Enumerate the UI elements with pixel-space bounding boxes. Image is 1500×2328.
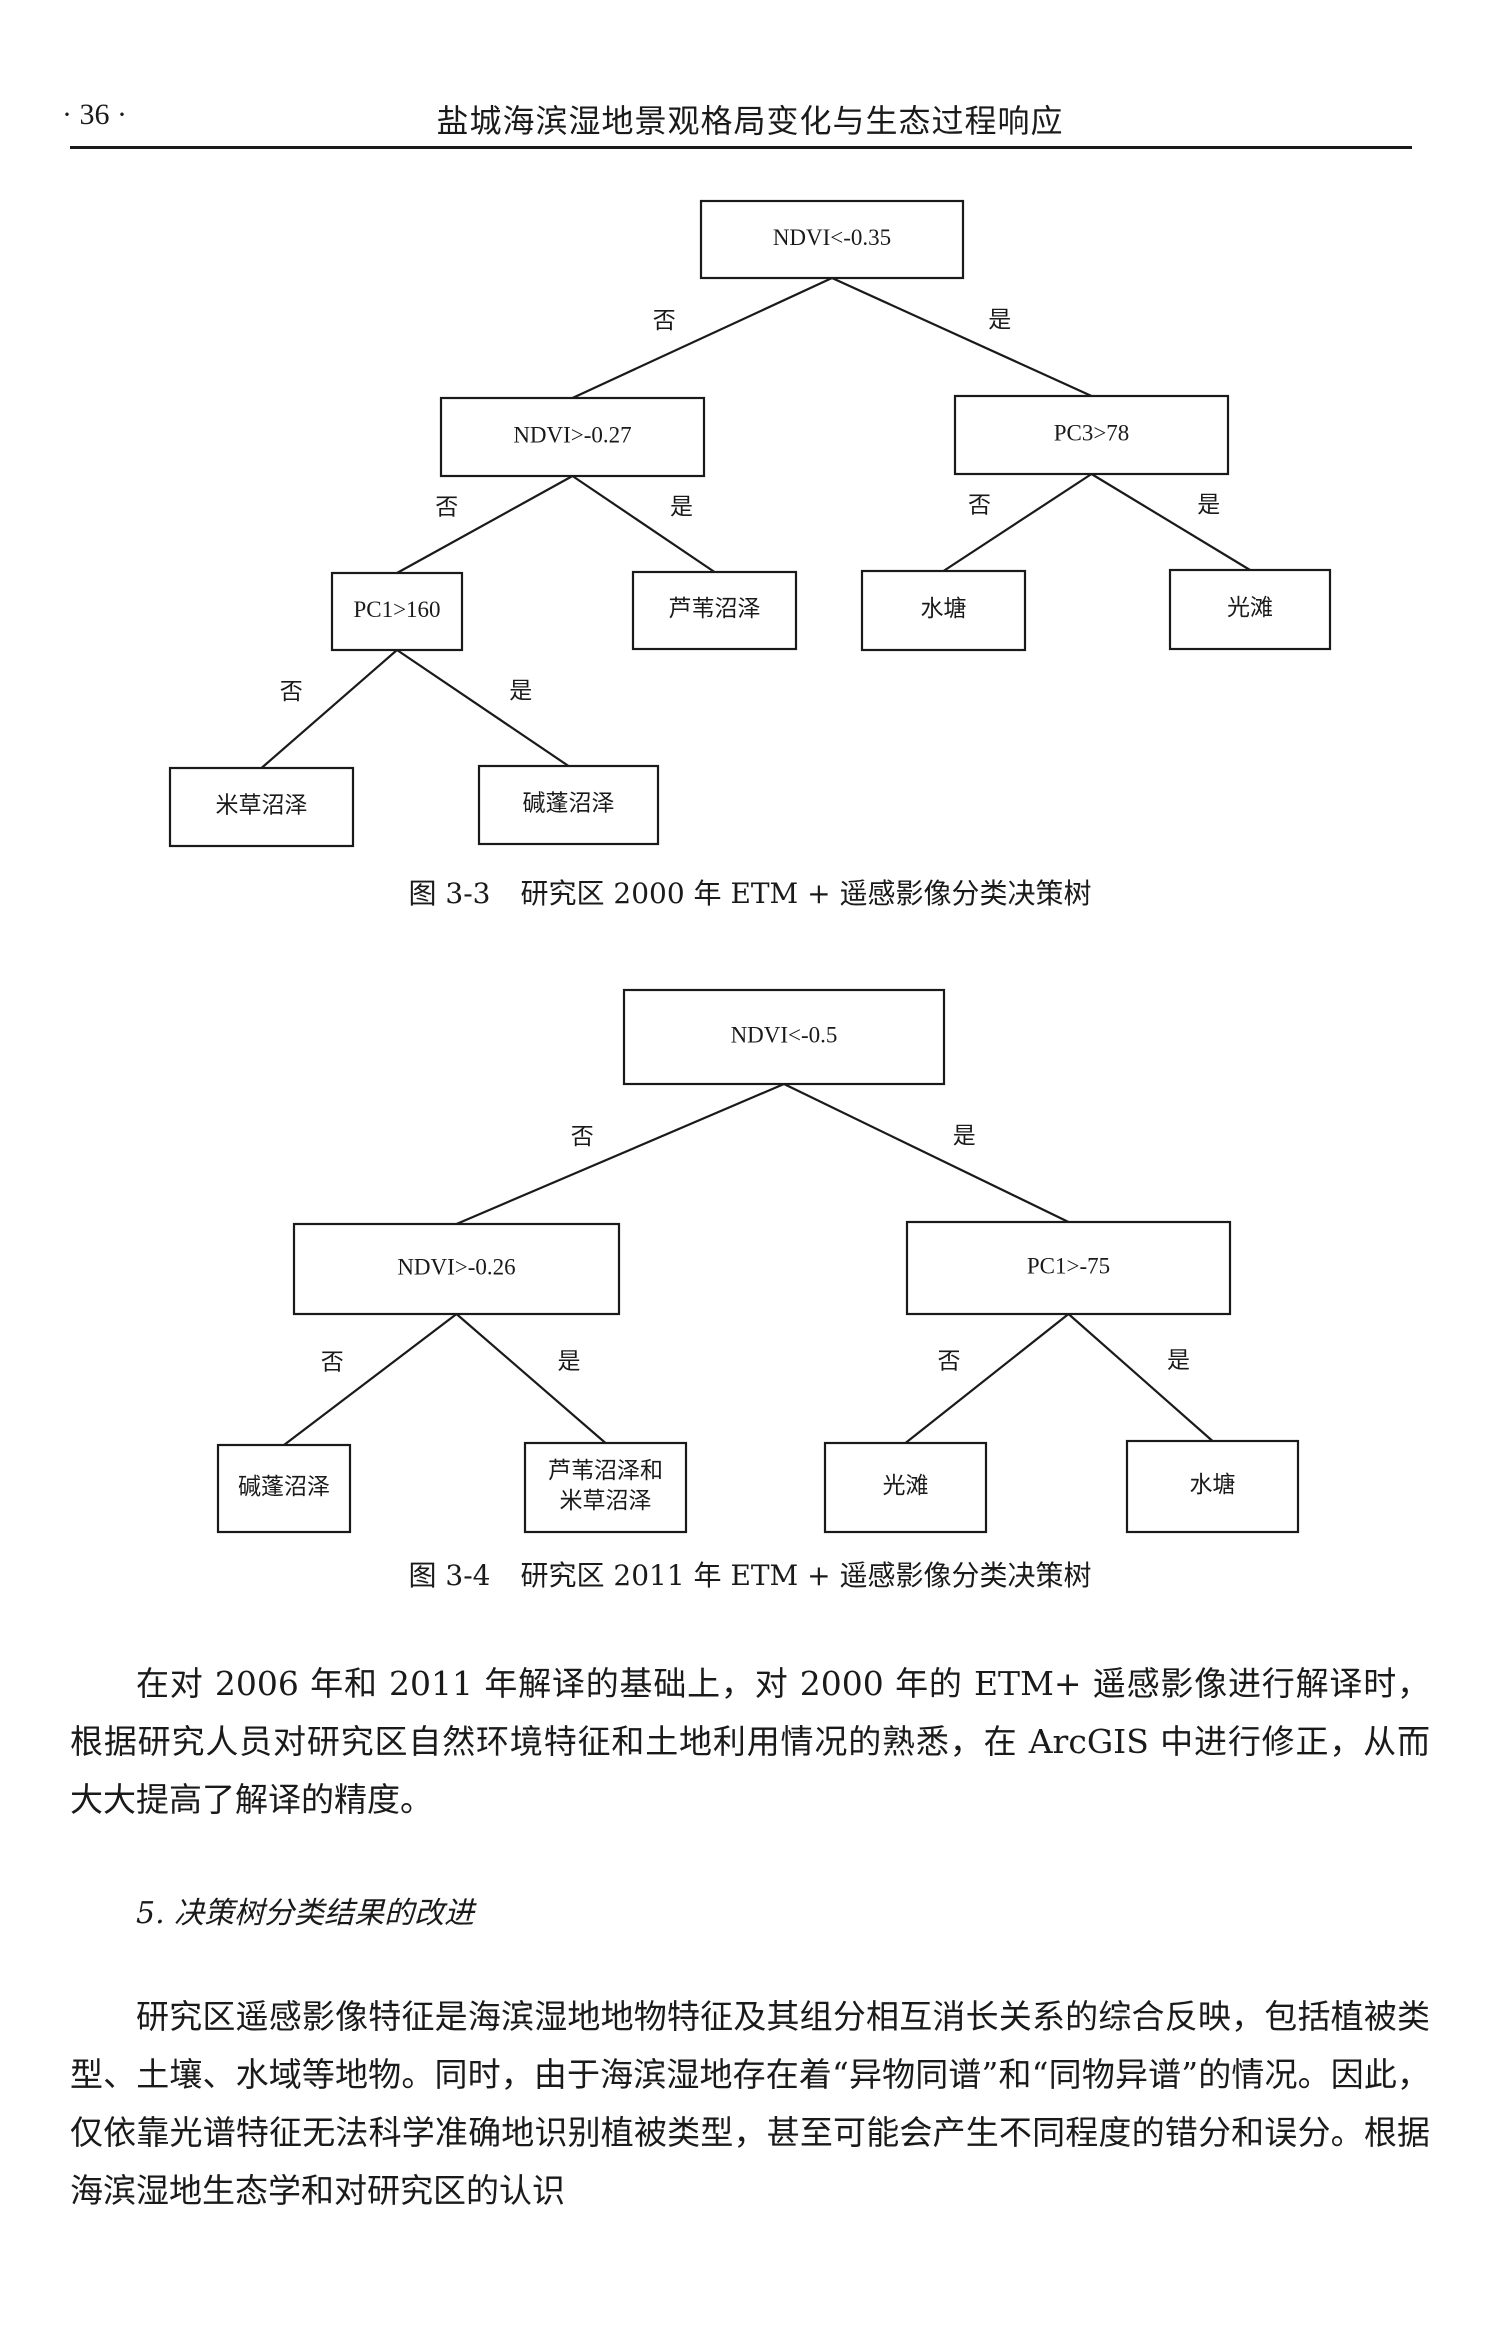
edge-label-no: 否 (653, 308, 676, 334)
node-box (330, 571, 464, 652)
edge-label-no: 否 (280, 679, 303, 705)
tree-node-n2: PC3>78 (953, 394, 1230, 476)
node-box (823, 1441, 988, 1534)
tree-edge-no (572, 277, 833, 399)
tree-node-n4: 芦苇沼泽 (631, 570, 798, 651)
tree-node-n5: 水塘 (860, 569, 1027, 652)
node-box (1125, 1439, 1300, 1534)
tree-node-n5: 光滩 (823, 1441, 988, 1534)
node-label: 米草沼泽 (216, 792, 308, 817)
tree-node-n7: 米草沼泽 (168, 766, 355, 848)
body-paragraph: 研究区遥感影像特征是海滨湿地地物特征及其组分相互消长关系的综合反映，包括植被类型… (70, 1997, 1430, 2210)
node-box (953, 394, 1230, 476)
running-title: 盐城海滨湿地景观格局变化与生态过程响应 (436, 102, 1064, 140)
tree-edge-no (396, 475, 574, 574)
figure-caption-3-4: 图 3-4 研究区 2011 年 ETM + 遥感影像分类决策树 (0, 1554, 1500, 1594)
tree-node-n1: NDVI>-0.26 (292, 1222, 621, 1316)
node-label: 水塘 (1190, 1472, 1236, 1497)
tree-edge-yes (571, 475, 716, 573)
node-label: 光滩 (1227, 595, 1273, 620)
node-box (1168, 568, 1332, 651)
node-label: 米草沼泽 (560, 1488, 652, 1513)
tree-edge-yes (783, 1083, 1069, 1223)
edge-label-no: 否 (321, 1350, 344, 1376)
figure-caption-text: 研究区 2000 年 ETM + 遥感影像分类决策树 (520, 877, 1092, 910)
node-label: NDVI<-0.35 (773, 225, 891, 250)
edge-label-no: 否 (435, 495, 458, 521)
tree-edge-yes (455, 1313, 607, 1444)
figure-number: 图 3-4 (408, 1559, 491, 1592)
tree-edge-no (260, 649, 398, 769)
figure-number: 图 3-3 (408, 877, 491, 910)
node-label: 光滩 (883, 1473, 929, 1498)
tree-edge-no (456, 1082, 785, 1226)
node-label: NDVI>-0.26 (397, 1254, 515, 1279)
node-label: 水塘 (921, 596, 967, 621)
tree-edge-yes (831, 276, 1092, 398)
tree-node-root: NDVI<-0.5 (622, 988, 946, 1086)
figure-caption-3-3: 图 3-3 研究区 2000 年 ETM + 遥感影像分类决策树 (0, 872, 1500, 912)
tree-node-n3: PC1>160 (330, 571, 464, 652)
edge-label-yes: 是 (988, 307, 1011, 333)
tree-edge-no (283, 1313, 458, 1446)
tree-edge-no (904, 1313, 1070, 1444)
node-label: NDVI<-0.5 (731, 1022, 838, 1047)
edge-label-yes: 是 (670, 494, 693, 520)
node-box (168, 766, 355, 848)
node-box (860, 569, 1027, 652)
node-label: PC1>160 (353, 597, 440, 622)
node-label: PC3>78 (1054, 420, 1130, 445)
body-paragraph: 在对 2006 年和 2011 年解译的基础上，对 2000 年的 ETM+ 遥… (70, 1664, 1430, 1819)
node-label: NDVI>-0.27 (513, 422, 631, 447)
tree-edge-yes (396, 649, 570, 767)
tree-node-n3: 碱蓬沼泽 (216, 1443, 352, 1534)
figure-caption-text: 研究区 2011 年 ETM + 遥感影像分类决策树 (520, 1559, 1092, 1592)
edge-label-yes: 是 (1197, 492, 1220, 518)
node-box (631, 570, 798, 651)
tree-node-n6: 水塘 (1125, 1439, 1300, 1534)
tree-node-n1: NDVI>-0.27 (439, 396, 706, 478)
edge-label-yes: 是 (558, 1349, 581, 1375)
edge-label-no: 否 (571, 1124, 594, 1150)
node-label: 芦苇沼泽 (669, 596, 761, 621)
edge-label-yes: 是 (953, 1123, 976, 1149)
tree-edge-no (942, 473, 1093, 572)
edge-label-yes: 是 (509, 678, 532, 704)
node-box (523, 1441, 688, 1534)
tree-node-n8: 碱蓬沼泽 (477, 764, 660, 846)
edge-label-no: 否 (938, 1349, 961, 1375)
node-box (622, 988, 946, 1086)
edge-label-no: 否 (968, 493, 991, 519)
node-box (439, 396, 706, 478)
node-box (905, 1220, 1232, 1316)
tree-edge-yes (1090, 473, 1251, 571)
node-box (477, 764, 660, 846)
node-label: 碱蓬沼泽 (523, 790, 615, 815)
node-box (292, 1222, 621, 1316)
edge-label-yes: 是 (1167, 1348, 1190, 1374)
section-heading: 5. 决策树分类结果的改进 (136, 1896, 475, 1931)
node-box (216, 1443, 352, 1534)
tree-edge-yes (1067, 1313, 1214, 1442)
header-rule (70, 146, 1412, 149)
tree-node-root: NDVI<-0.35 (699, 199, 965, 280)
node-box (699, 199, 965, 280)
tree-node-n2: PC1>-75 (905, 1220, 1232, 1316)
node-label: PC1>-75 (1027, 1253, 1110, 1278)
page-number: · 36 · (62, 98, 127, 131)
node-label: 碱蓬沼泽 (238, 1474, 330, 1499)
node-label: 芦苇沼泽和 (548, 1458, 663, 1483)
tree-node-n6: 光滩 (1168, 568, 1332, 651)
